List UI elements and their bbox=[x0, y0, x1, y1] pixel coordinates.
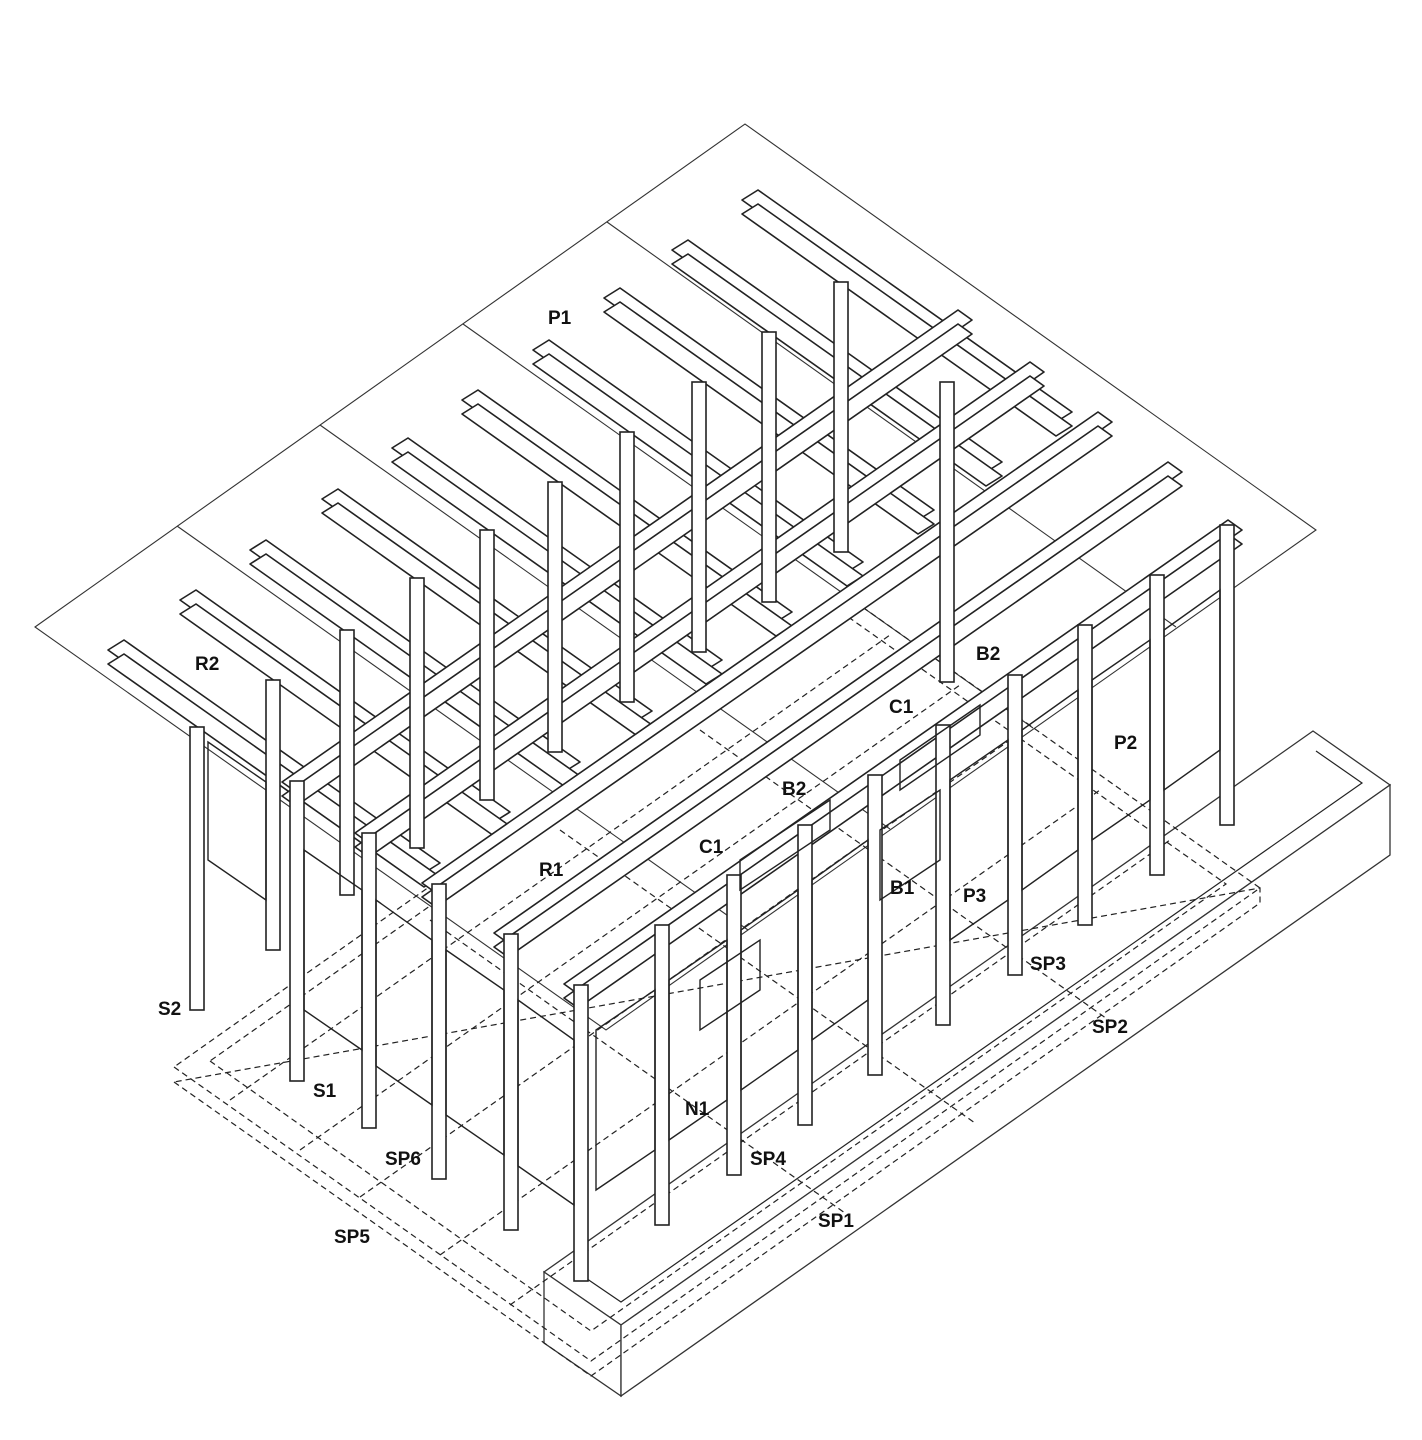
label-sp6: SP6 bbox=[385, 1149, 421, 1170]
label-b1: B1 bbox=[890, 878, 915, 899]
label-p2: P2 bbox=[1114, 733, 1137, 754]
label-r2: R2 bbox=[195, 654, 219, 675]
label-sp4: SP4 bbox=[750, 1149, 786, 1170]
wall-panels bbox=[207, 588, 1221, 1207]
component-labels: P1 R2 B2 C1 P2 B2 C1 R1 B1 P3 SP3 SP2 S2… bbox=[158, 308, 1137, 1248]
label-s2: S2 bbox=[158, 999, 181, 1020]
label-c1-center: C1 bbox=[699, 837, 724, 858]
interior-cores bbox=[699, 703, 981, 1032]
label-b2-right: B2 bbox=[976, 644, 1000, 665]
label-sp1: SP1 bbox=[818, 1211, 854, 1232]
label-p1: P1 bbox=[548, 308, 572, 329]
label-r1: R1 bbox=[539, 860, 564, 881]
label-sp5: SP5 bbox=[334, 1227, 370, 1248]
label-sp2: SP2 bbox=[1092, 1017, 1128, 1038]
label-c1-right: C1 bbox=[889, 697, 914, 718]
label-p3: P3 bbox=[963, 886, 986, 907]
planter-box bbox=[542, 730, 1392, 1398]
label-n1: N1 bbox=[685, 1099, 710, 1120]
label-s1: S1 bbox=[313, 1081, 337, 1102]
label-b2-center: B2 bbox=[782, 779, 806, 800]
label-sp3: SP3 bbox=[1030, 954, 1066, 975]
